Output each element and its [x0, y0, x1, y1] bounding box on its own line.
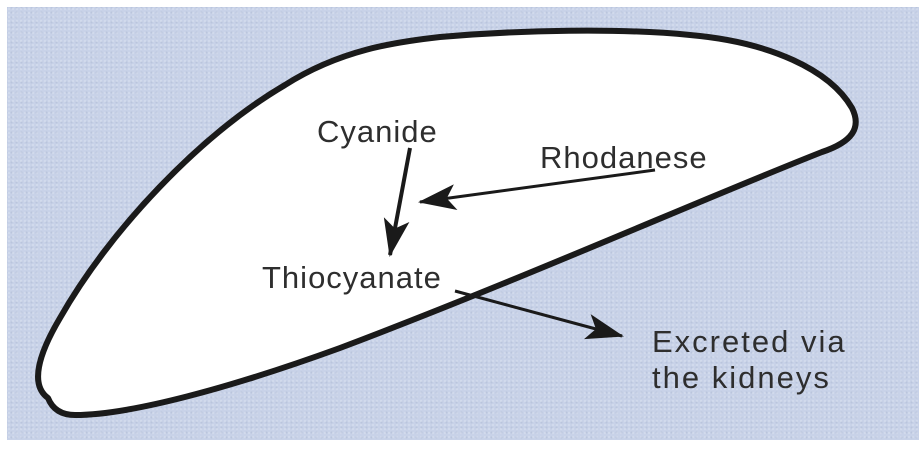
excreted-label-line1: Excreted via	[652, 324, 847, 360]
excreted-label-line2: the kidneys	[652, 360, 847, 396]
rhodanese-label: Rhodanese	[540, 142, 708, 173]
thiocyanate-label: Thiocyanate	[262, 262, 442, 293]
excretion-arrow	[455, 291, 622, 336]
cyanide-label: Cyanide	[317, 116, 438, 147]
excreted-label: Excreted via the kidneys	[652, 324, 847, 397]
